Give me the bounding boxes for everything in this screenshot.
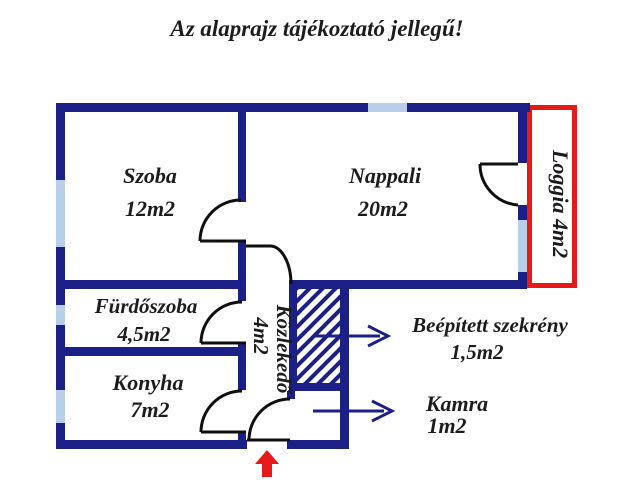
door-swing-entrance [247, 397, 291, 442]
door-swing-konyha [199, 389, 246, 434]
wall-segment [289, 383, 347, 391]
room-area-furdoszoba: 4,5m2 [116, 322, 171, 346]
room-label-furdoszoba: Fürdőszoba [94, 294, 198, 318]
room-label-kamra: Kamra [425, 391, 488, 416]
room-labels: Szoba 12m2 Nappali 20m2 Loggia 4m2 Fürdő… [94, 149, 573, 438]
room-area-szekreny: 1,5m2 [450, 340, 504, 364]
wall-segment [287, 440, 349, 449]
room-label-konyha: Konyha [112, 370, 184, 395]
entrance-arrow-head [255, 450, 279, 464]
arrow-head-szekreny [367, 324, 392, 348]
room-label-nappali: Nappali [348, 163, 422, 188]
wall-segment [340, 280, 349, 449]
wall-segment [518, 205, 527, 220]
window-marker [56, 305, 65, 325]
door-swing-nappali [246, 244, 293, 285]
wall-segment [238, 103, 246, 202]
room-area-konyha: 7m2 [130, 397, 169, 422]
room-label-szekreny: Beépített szekrény [411, 313, 568, 337]
window-marker [518, 220, 527, 272]
label-arrows [313, 324, 396, 423]
wall-segment [56, 103, 530, 112]
wall-segment [56, 280, 246, 289]
wall-segment [56, 347, 246, 356]
wall-segment [518, 103, 527, 163]
room-label-szoba: Szoba [123, 163, 177, 188]
door-swing-furdoszoba [199, 300, 246, 345]
room-label-kozlekedo: Közlekedő [272, 304, 296, 395]
entrance-arrow [255, 450, 279, 477]
wall-segment [56, 103, 65, 449]
wall-segment [238, 343, 246, 390]
disclaimer-title: Az alaprajz tájékoztató jellegű! [168, 16, 463, 41]
wall-segment [289, 280, 527, 289]
walls [56, 103, 530, 449]
room-area-nappali: 20m2 [357, 196, 408, 221]
wall-segment [238, 241, 246, 301]
windows [56, 103, 527, 423]
wall-segment [289, 280, 297, 391]
window-marker [56, 180, 65, 247]
doors [198, 162, 519, 442]
wall-segment [287, 391, 295, 399]
door-swing-loggia [478, 162, 519, 207]
room-area-kamra: 1m2 [427, 413, 466, 438]
loggia-outline [527, 105, 577, 288]
room-area-kozlekedo: 4m2 [249, 316, 273, 355]
room-label-loggia: Loggia 4m2 [548, 149, 573, 258]
wall-segment [56, 440, 247, 449]
window-marker [368, 103, 407, 112]
entrance-arrow-stem [262, 463, 272, 477]
door-swing-szoba [198, 198, 246, 243]
arrow-head-kamra [371, 399, 396, 423]
window-marker [56, 390, 65, 423]
room-area-szoba: 12m2 [125, 196, 175, 221]
